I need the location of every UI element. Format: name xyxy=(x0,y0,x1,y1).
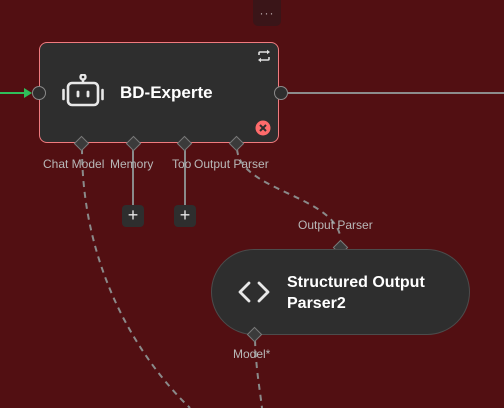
chat-model-connection xyxy=(81,147,191,408)
more-options-button[interactable]: ··· xyxy=(253,0,281,26)
parser-model-connection xyxy=(254,339,263,408)
add-tool-button[interactable]: + xyxy=(174,205,196,227)
agent-main-output-port[interactable] xyxy=(274,86,288,100)
error-icon[interactable] xyxy=(255,120,271,136)
add-memory-button[interactable]: + xyxy=(122,205,144,227)
chat-model-label: Chat Model xyxy=(43,157,105,171)
parser-node-title: Structured Output Parser2 xyxy=(287,274,425,312)
agent-main-input-port[interactable] xyxy=(32,86,46,100)
loop-icon xyxy=(258,49,270,63)
agent-node[interactable]: BD-Experte xyxy=(39,42,279,143)
output-parser-label: Output Parser xyxy=(194,157,269,171)
tool-label: Too xyxy=(172,157,192,171)
agent-node-title: BD-Experte xyxy=(120,83,213,102)
robot-icon xyxy=(62,74,104,107)
structured-output-parser-node[interactable]: Structured Output Parser2 xyxy=(211,249,470,335)
memory-label: Memory xyxy=(110,157,154,171)
parser-input-label: Output Parser xyxy=(298,218,373,232)
main-input-arrow xyxy=(24,88,32,98)
output-parser-connection xyxy=(236,148,341,236)
parser-model-label: Model* xyxy=(233,347,271,361)
code-icon xyxy=(238,281,270,303)
